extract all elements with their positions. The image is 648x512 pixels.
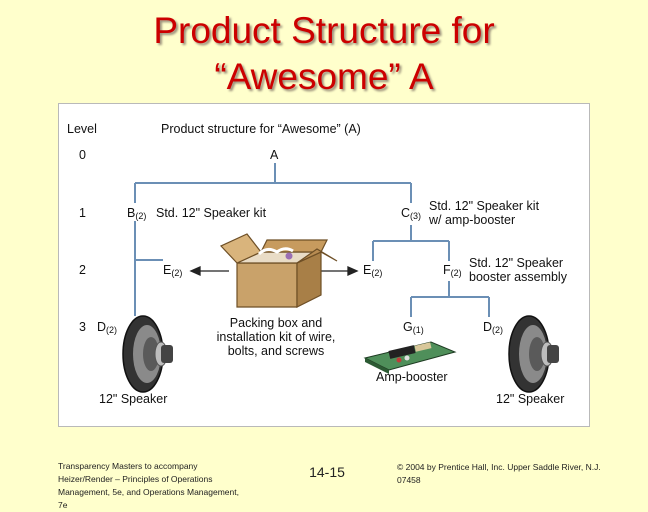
footer-right: © 2004 by Prentice Hall, Inc. Upper Sadd…	[397, 462, 601, 485]
node-d-right: D(2)	[483, 320, 504, 335]
amp-booster-caption: Amp-booster	[376, 370, 448, 384]
node-c: C(3)	[401, 206, 422, 221]
packing-box-caption: Packing box and installation kit of wire…	[216, 316, 336, 358]
node-g: G(1)	[403, 320, 424, 335]
slide-title: Product Structure for “Awesome” A	[0, 8, 648, 100]
node-b: B(2)	[127, 206, 147, 221]
speaker-right-illustration	[508, 315, 559, 393]
level-3: 3	[79, 320, 86, 334]
node-d-left: D(2)	[97, 320, 118, 335]
node-f: F(2)	[443, 263, 462, 278]
packing-arrows	[189, 265, 359, 277]
footer-left: Transparency Masters to accompany Heizer…	[58, 461, 239, 510]
diagram-header-title: Product structure for “Awesome” (A)	[161, 122, 361, 136]
slide-title-line2: “Awesome” A	[214, 56, 434, 97]
level-2: 2	[79, 263, 86, 277]
product-structure-diagram: Level Product structure for “Awesome” (A…	[58, 103, 590, 427]
level-1: 1	[79, 206, 86, 220]
speaker-right-caption: 12" Speaker	[496, 392, 565, 406]
speaker-left-illustration	[122, 315, 173, 393]
node-f-description: Std. 12" Speaker booster assembly	[469, 256, 567, 284]
tree-connectors	[134, 163, 490, 317]
node-e-right: E(2)	[363, 263, 383, 278]
node-e-left: E(2)	[163, 263, 183, 278]
node-b-description: Std. 12" Speaker kit	[156, 206, 267, 220]
node-c-description: Std. 12" Speaker kit w/ amp-booster	[429, 199, 540, 227]
speaker-left-caption: 12" Speaker	[99, 392, 168, 406]
arrow-head-right	[347, 265, 359, 277]
node-a: A	[270, 148, 279, 162]
amp-booster-illustration	[363, 341, 457, 374]
slide-title-line1: Product Structure for	[153, 10, 495, 51]
level-header: Level	[67, 122, 97, 136]
level-0: 0	[79, 148, 86, 162]
tree-graphics	[122, 163, 559, 393]
page-number: 14-15	[309, 464, 345, 480]
packing-box-illustration	[219, 233, 338, 308]
arrow-head-left	[189, 265, 201, 277]
